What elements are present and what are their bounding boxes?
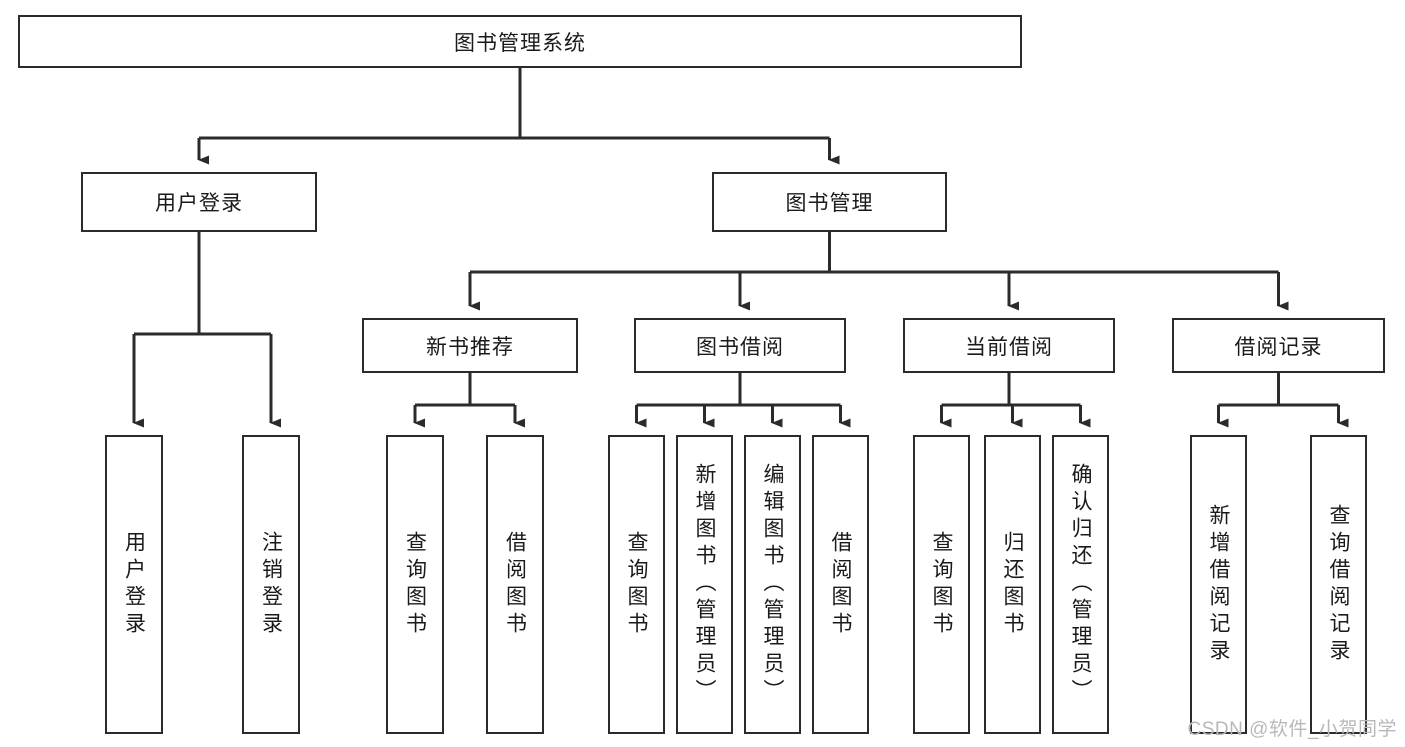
- node-label: 用户登录: [122, 530, 146, 639]
- node-label: 当前借阅: [965, 335, 1053, 359]
- node-label: 查询图书: [930, 530, 953, 639]
- node-nb-borrow[interactable]: 借阅图书: [486, 435, 544, 734]
- node-label: 注销登录: [259, 530, 283, 639]
- node-label: 借阅图书: [503, 530, 527, 639]
- node-borrow[interactable]: 图书借阅: [634, 318, 846, 373]
- node-label: 编辑图书（管理员）: [761, 463, 784, 706]
- node-label: 新增借阅记录: [1207, 503, 1230, 666]
- node-label: 新增图书（管理员）: [693, 463, 716, 706]
- node-bookmgmt[interactable]: 图书管理: [712, 172, 947, 232]
- node-login-in[interactable]: 用户登录: [105, 435, 163, 734]
- node-bw-add[interactable]: 新增图书（管理员）: [676, 435, 733, 734]
- node-rec-add[interactable]: 新增借阅记录: [1190, 435, 1247, 734]
- node-label: 图书管理: [785, 192, 874, 215]
- node-label: 图书借阅: [696, 335, 784, 359]
- node-label: 查询图书: [403, 530, 427, 639]
- node-nb-query[interactable]: 查询图书: [386, 435, 444, 734]
- node-record[interactable]: 借阅记录: [1172, 318, 1385, 373]
- node-cur-query[interactable]: 查询图书: [913, 435, 970, 734]
- node-label: 新书推荐: [426, 335, 514, 359]
- node-newbook[interactable]: 新书推荐: [362, 318, 578, 373]
- node-bw-edit[interactable]: 编辑图书（管理员）: [744, 435, 801, 734]
- node-label: 借阅记录: [1234, 335, 1323, 359]
- node-label: 借阅图书: [829, 530, 852, 639]
- node-label: 图书管理系统: [454, 31, 586, 55]
- node-current[interactable]: 当前借阅: [903, 318, 1115, 373]
- node-label: 查询图书: [625, 530, 648, 639]
- node-bw-borrow[interactable]: 借阅图书: [812, 435, 869, 734]
- node-label: 查询借阅记录: [1327, 503, 1350, 666]
- node-label: 用户登录: [155, 192, 243, 215]
- node-label: 确认归还（管理员）: [1069, 463, 1092, 706]
- node-label: 归还图书: [1001, 530, 1024, 639]
- node-login[interactable]: 用户登录: [81, 172, 317, 232]
- node-rec-query[interactable]: 查询借阅记录: [1310, 435, 1367, 734]
- node-cur-return[interactable]: 归还图书: [984, 435, 1041, 734]
- csdn-watermark: CSDN @软件_小贺同学: [1187, 719, 1397, 740]
- node-root[interactable]: 图书管理系统: [18, 15, 1022, 68]
- node-cur-confirm[interactable]: 确认归还（管理员）: [1052, 435, 1109, 734]
- node-bw-query[interactable]: 查询图书: [608, 435, 665, 734]
- node-login-out[interactable]: 注销登录: [242, 435, 300, 734]
